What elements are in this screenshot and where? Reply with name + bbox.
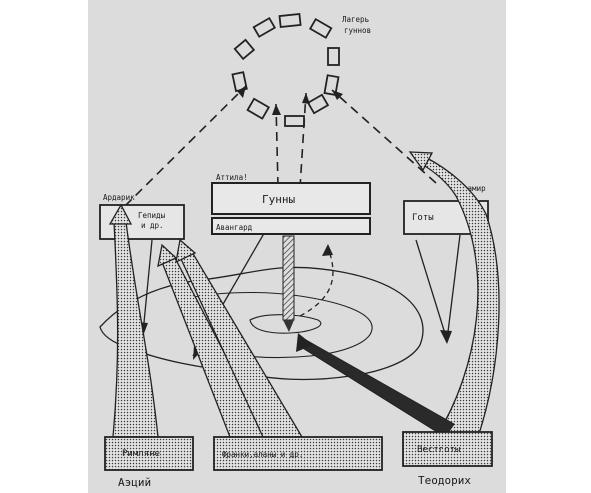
camp-block [278,12,302,29]
romans-arrowhead [108,203,133,225]
aetius-label: Аэций [118,476,151,489]
dashed-lines [124,85,437,207]
ardarik-label: Ардарик [103,193,135,202]
huns-label: Гунны [262,193,295,206]
huns-bar [211,182,371,215]
theodoric-label: Теодорих [418,474,471,487]
franks-label: Франки,аланы и др. [222,450,303,459]
inner-contour [179,291,373,359]
camp-block [323,74,340,96]
franks-arrowhead-right [175,238,197,264]
romans-label: Римляне [122,449,160,459]
visigoths-label: Вестготы [417,445,460,455]
hun-line [211,182,371,235]
valamir-label: Валамир [454,184,486,193]
camp-label-line1: Лагерь [342,15,369,24]
main-attack-arrowhead [296,333,313,352]
franks-arrowhead-left [157,243,178,268]
camp-label-line2: гуннов [344,26,371,35]
dashed-arrowheads [237,86,343,115]
paper-background [88,0,506,493]
goths-label: Готы [412,213,434,223]
vanguard-bar [211,217,371,235]
visigoths-arrowhead [408,151,434,172]
romans-box [104,436,194,471]
dashed-curve-arrowhead [322,244,333,256]
camp-block [308,17,333,39]
camp-block [246,97,271,120]
dashed-curve-arrow [299,247,334,317]
franks-box [213,436,383,471]
battlefield-outline [99,266,424,381]
gepids-label-line2: и др. [141,221,164,230]
gepids-label-line1: Гепиды [138,211,166,220]
camp-block [306,93,330,115]
vanguard-label: Авангард [216,223,253,232]
camp-block [252,16,277,38]
visigoths-box [402,431,493,467]
camp-block [233,38,256,61]
camp-block [327,47,340,66]
attila-label: Аттила! [216,173,248,182]
hun-lance [282,235,295,321]
attack-arrows [108,151,500,438]
hun-lance-tip [283,320,294,332]
